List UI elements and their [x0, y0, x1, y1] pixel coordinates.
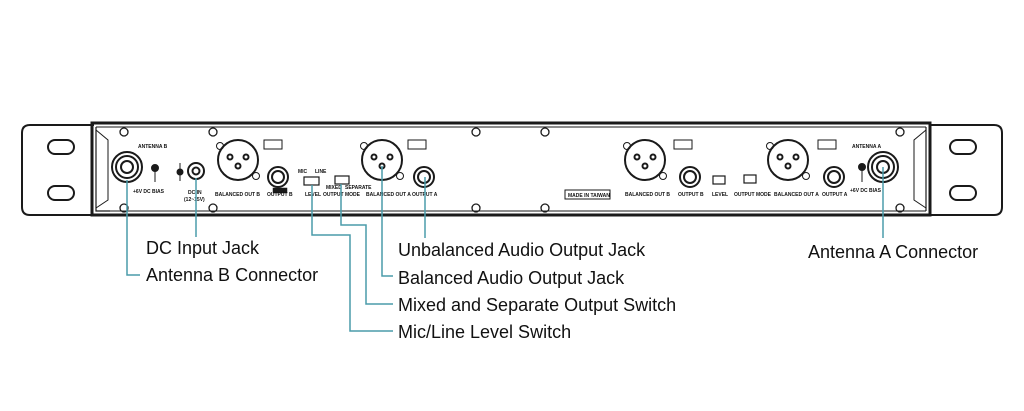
ground-lift-switch-b-2 [673, 139, 693, 150]
output-b-jack [267, 166, 289, 188]
balanced-out-b-xlr-2 [623, 139, 667, 181]
panel-balanced-out-b-2: BALANCED OUT B [625, 192, 670, 198]
panel-output-mode-2: OUTPUT MODE [734, 192, 772, 198]
panel-level: LEVEL [305, 192, 321, 198]
rack-slot [47, 185, 75, 201]
callout-lines [126, 166, 884, 332]
balanced-out-b-xlr [216, 139, 260, 181]
ground-lift-switch-a [407, 139, 427, 150]
callout-level-switch: Mic/Line Level Switch [398, 322, 572, 342]
rack-ear-right [930, 124, 1003, 216]
panel-balanced-out-a: BALANCED OUT A [366, 192, 411, 198]
panel-dc-bias-a: +6V DC BIAS [850, 188, 882, 194]
panel-separate: SEPARATE [345, 185, 372, 191]
callout-line-mode [340, 184, 393, 305]
panel-level-2: LEVEL [712, 192, 728, 198]
callout-unbalanced: Unbalanced Audio Output Jack [398, 240, 646, 260]
ground-lift-switch-b [263, 139, 283, 150]
panel-mixed: MIXED [326, 185, 342, 191]
made-in-label-box [564, 189, 611, 200]
screws [119, 127, 905, 213]
panel-balanced-out-b: BALANCED OUT B [215, 192, 260, 198]
level-switch [303, 176, 320, 186]
chassis-trim [96, 126, 926, 212]
panel-antenna-b: ANTENNA B [138, 144, 168, 150]
rack-slot [949, 185, 977, 201]
panel-antenna-a: ANTENNA A [852, 144, 881, 150]
panel-output-mode: OUTPUT MODE [323, 192, 361, 198]
bias-indicator-a [858, 163, 866, 182]
antenna-b-connector [111, 151, 143, 183]
dc-input-jack [187, 162, 205, 180]
panel-mic: MIC [298, 169, 308, 175]
chassis-trim [95, 127, 927, 212]
rack-ear-left [21, 124, 94, 216]
callout-line-antenna-b [126, 180, 140, 276]
callout-antenna-a: Antenna A Connector [808, 242, 979, 262]
dc-polarity-symbol [176, 163, 184, 181]
callout-line-balanced [381, 166, 393, 277]
rack-slot [949, 139, 977, 155]
output-mode-switch-2 [743, 174, 757, 184]
panel-dc-range: (12~15V) [184, 197, 205, 203]
mixed-tag-b [272, 187, 288, 194]
panel-output-a-2: OUTPUT A [822, 192, 848, 198]
bias-indicator-b [151, 164, 159, 172]
chassis [90, 121, 932, 217]
ground-lift-switch-a-2 [817, 139, 837, 150]
output-a-jack [413, 166, 435, 188]
chassis-trim [913, 129, 927, 209]
callout-antenna-b: Antenna B Connector [146, 265, 319, 285]
callout-mode-switch: Mixed and Separate Output Switch [398, 295, 677, 315]
chassis-trim [95, 129, 109, 209]
output-a-jack-2 [823, 166, 845, 188]
panel-output-b-2: OUTPUT B [678, 192, 704, 198]
callout-line-level [311, 185, 393, 332]
rack-slot [47, 139, 75, 155]
balanced-out-a-xlr-2 [766, 139, 810, 181]
level-switch-2 [712, 175, 726, 185]
panel-output-b: OUTPUT B [267, 192, 293, 198]
panel-made-in: MADE IN TAIWAN [568, 193, 610, 199]
panel-balanced-out-a-2: BALANCED OUT A [774, 192, 819, 198]
output-b-jack-2 [679, 166, 701, 188]
output-mode-switch [334, 175, 350, 185]
callout-balanced: Balanced Audio Output Jack [398, 268, 625, 288]
callout-dc-input: DC Input Jack [146, 238, 260, 258]
panel-dc-in: DC IN [188, 190, 202, 196]
panel-dc-bias-b: +6V DC BIAS [133, 189, 165, 195]
panel-line: LINE [315, 169, 327, 175]
